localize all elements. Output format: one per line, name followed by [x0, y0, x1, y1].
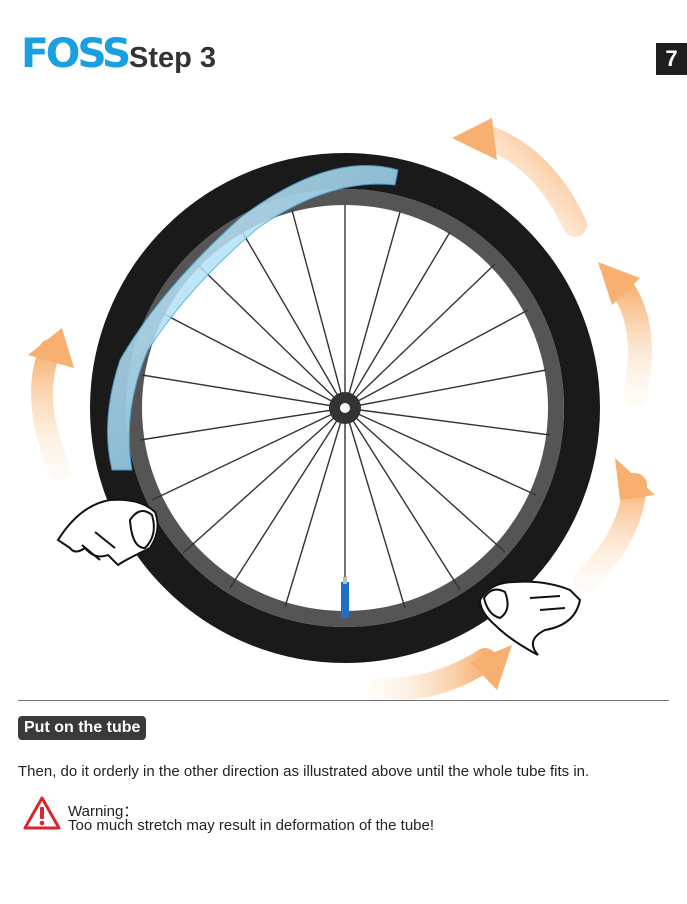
inner-tube [107, 164, 399, 471]
instruction-text: Then, do it orderly in the other directi… [18, 763, 590, 780]
page-number-badge: 7 [656, 43, 687, 75]
valve-icon [341, 577, 349, 618]
wheel-illustration [28, 118, 655, 700]
rim [126, 189, 564, 627]
warning-text: Too much stretch may result in deformati… [68, 817, 435, 834]
brand-logo: FOSS [20, 31, 131, 77]
right-hand [478, 580, 582, 656]
warning-label: Warning： [68, 803, 139, 820]
left-hand [56, 498, 159, 567]
page-title: Step 3 [129, 42, 217, 74]
section-divider [18, 700, 669, 701]
spokes [139, 205, 551, 613]
direction-arrows [28, 118, 655, 700]
section-heading: Put on the tube [18, 716, 147, 740]
warning-triangle-icon [23, 796, 61, 830]
